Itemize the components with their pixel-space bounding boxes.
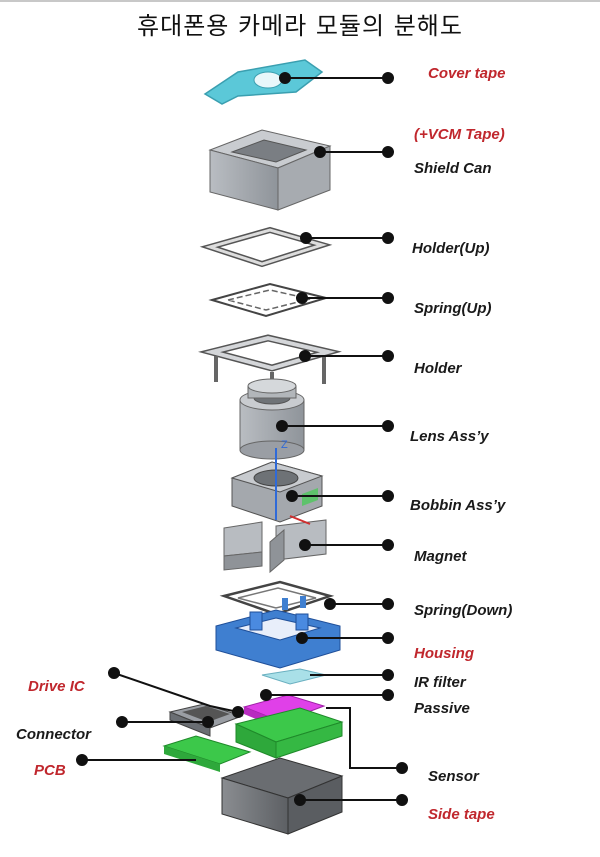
label-magnet: Magnet — [414, 548, 467, 565]
label-pcb: PCB — [34, 762, 66, 779]
label-vcm-tape: (+VCM Tape) — [414, 126, 505, 143]
leader-lines — [76, 72, 408, 806]
shield-can-part — [208, 129, 332, 211]
top-border — [0, 0, 600, 2]
connector-part — [168, 703, 244, 737]
label-spring-down: Spring(Down) — [414, 602, 513, 619]
label-housing: Housing — [414, 645, 474, 662]
page-title: 휴대폰용 카메라 모듈의 분해도 — [137, 12, 463, 40]
housing-part — [215, 609, 341, 669]
side-tape-part — [220, 757, 344, 835]
label-passive: Passive — [414, 700, 470, 717]
magnet-part — [223, 515, 327, 574]
label-cover-tape: Cover tape — [428, 65, 506, 82]
cover-tape-part — [203, 59, 324, 105]
lens-assy-part — [239, 378, 305, 460]
label-connector: Connector — [16, 726, 91, 743]
z-axis-label: Z — [281, 439, 288, 451]
label-holder: Holder — [414, 360, 462, 377]
label-ir-filter: IR filter — [414, 674, 466, 691]
spring-up-part — [208, 282, 330, 318]
spring-down-part — [219, 580, 335, 616]
label-lens-assy: Lens Ass’y — [410, 428, 489, 445]
label-bobbin-assy: Bobbin Ass’y — [410, 497, 506, 514]
label-drive-ic: Drive IC — [28, 678, 85, 695]
ir-filter-part — [261, 668, 327, 685]
label-holder-up: Holder(Up) — [412, 240, 490, 257]
label-sensor: Sensor — [428, 768, 479, 785]
label-shield-can: Shield Can — [414, 160, 492, 177]
bobbin-assy-part: Z — [230, 439, 324, 523]
label-side-tape: Side tape — [428, 806, 495, 823]
label-spring-up: Spring(Up) — [414, 300, 492, 317]
holder-up-part — [199, 226, 333, 268]
